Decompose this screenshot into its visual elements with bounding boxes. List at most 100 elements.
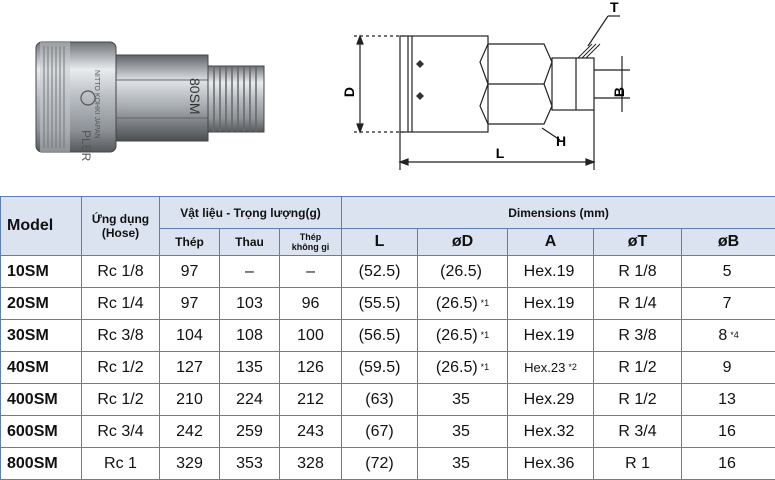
cell-steel: 97 <box>160 288 220 320</box>
coupler-photo: NITTO KOHKI JAPAN PLER 80SM <box>0 0 280 190</box>
cell-hose: Rc 1/2 <box>82 352 160 384</box>
cell-D: (26.5)*1 <box>418 320 508 352</box>
header-stainless-line2: không gỉ <box>280 242 341 252</box>
cell-brass: 108 <box>220 320 280 352</box>
cell-stainless: 243 <box>280 416 342 448</box>
cell-D: (26.5) <box>418 256 508 288</box>
label-L: L <box>496 145 505 161</box>
cell-A-value: Hex.36 <box>524 455 575 472</box>
cell-A: Hex.19 <box>508 256 594 288</box>
cell-brass: 103 <box>220 288 280 320</box>
cell-A: Hex.23*2 <box>508 352 594 384</box>
label-T: T <box>610 0 619 15</box>
cell-A-value: Hex.23 <box>524 360 565 375</box>
cell-steel: 127 <box>160 352 220 384</box>
cell-model: 400SM <box>1 384 82 416</box>
cell-steel: 97 <box>160 256 220 288</box>
cell-T: R 1/2 <box>594 384 682 416</box>
cell-A-value: Hex.19 <box>524 263 575 280</box>
cell-L: (67) <box>342 416 418 448</box>
header-steel: Thép <box>160 229 220 256</box>
figures-area: NITTO KOHKI JAPAN PLER 80SM <box>0 0 775 196</box>
table-row: 40SM Rc 1/2 127 135 126 (59.5) (26.5)*1 … <box>1 352 775 384</box>
cell-B: 9 <box>682 352 775 384</box>
cell-B-value: 16 <box>718 455 736 472</box>
cell-B: 7 <box>682 288 775 320</box>
cell-D: 35 <box>418 416 508 448</box>
header-dimensions: Dimensions (mm) <box>342 197 775 229</box>
cell-T: R 1/8 <box>594 256 682 288</box>
cell-A-value: Hex.32 <box>524 423 575 440</box>
cell-brass: 224 <box>220 384 280 416</box>
header-D: øD <box>418 229 508 256</box>
cell-brass: 135 <box>220 352 280 384</box>
cell-stainless: 100 <box>280 320 342 352</box>
engrave-brand-text: NITTO KOHKI JAPAN <box>93 70 100 139</box>
header-B: øB <box>682 229 775 256</box>
header-T: øT <box>594 229 682 256</box>
cell-A: Hex.29 <box>508 384 594 416</box>
cell-steel: 104 <box>160 320 220 352</box>
cell-hose: Rc 1/8 <box>82 256 160 288</box>
engrave-side-text: PLER <box>79 130 93 162</box>
cell-T: R 3/8 <box>594 320 682 352</box>
cell-B-value: 7 <box>723 295 732 312</box>
cell-T: R 1/4 <box>594 288 682 320</box>
cell-stainless: 96 <box>280 288 342 320</box>
cell-A-value: Hex.19 <box>524 327 575 344</box>
cell-D-value: (26.5) <box>440 263 482 280</box>
engrave-model-text: 80SM <box>187 78 203 115</box>
cell-steel: 242 <box>160 416 220 448</box>
header-A: A <box>508 229 594 256</box>
cell-hose: Rc 1/2 <box>82 384 160 416</box>
cell-brass: 259 <box>220 416 280 448</box>
cell-D-note: *1 <box>481 362 490 372</box>
cell-D-value: (26.5) <box>436 295 478 312</box>
cell-brass: – <box>220 256 280 288</box>
cell-D-value: (26.5) <box>436 359 478 376</box>
cell-A: Hex.19 <box>508 288 594 320</box>
cell-B-value: 9 <box>723 359 732 376</box>
header-L: L <box>342 229 418 256</box>
cell-model: 40SM <box>1 352 82 384</box>
label-B: B <box>611 87 627 97</box>
cell-A-note: *2 <box>568 362 577 372</box>
cell-L: (59.5) <box>342 352 418 384</box>
cell-model: 600SM <box>1 416 82 448</box>
cell-A-value: Hex.29 <box>524 391 575 408</box>
cell-D-value: 35 <box>452 455 470 472</box>
cell-D-value: (26.5) <box>436 327 478 344</box>
header-usage-line1: Ứng dụng <box>82 212 159 226</box>
cell-stainless: 126 <box>280 352 342 384</box>
cell-L: (55.5) <box>342 288 418 320</box>
header-stainless-line1: Thép <box>280 232 341 242</box>
cell-B-note: *4 <box>730 330 739 340</box>
cell-hose: Rc 3/4 <box>82 416 160 448</box>
cell-B-value: 8 <box>718 327 727 344</box>
cell-D-value: 35 <box>452 423 470 440</box>
label-H: H <box>556 133 566 149</box>
header-usage: Ứng dụng (Hose) <box>82 197 160 256</box>
table-row: 30SM Rc 3/8 104 108 100 (56.5) (26.5)*1 … <box>1 320 775 352</box>
cell-stainless: – <box>280 256 342 288</box>
cell-D: (26.5)*1 <box>418 352 508 384</box>
cell-T: R 1/2 <box>594 352 682 384</box>
cell-stainless: 212 <box>280 384 342 416</box>
cell-L: (63) <box>342 384 418 416</box>
cell-model: 10SM <box>1 256 82 288</box>
cell-B-value: 16 <box>718 423 736 440</box>
dimension-drawing: D T B H L <box>330 0 640 190</box>
cell-B: 5 <box>682 256 775 288</box>
cell-A: Hex.32 <box>508 416 594 448</box>
table-row: 20SM Rc 1/4 97 103 96 (55.5) (26.5)*1 He… <box>1 288 775 320</box>
cell-D: (26.5)*1 <box>418 288 508 320</box>
header-model: Model <box>1 197 82 256</box>
cell-model: 30SM <box>1 320 82 352</box>
cell-D: 35 <box>418 384 508 416</box>
cell-T: R 3/4 <box>594 416 682 448</box>
cell-B: 8*4 <box>682 320 775 352</box>
cell-L: (52.5) <box>342 256 418 288</box>
table-row: 10SM Rc 1/8 97 – – (52.5) (26.5) Hex.19 … <box>1 256 775 288</box>
table-row: 600SM Rc 3/4 242 259 243 (67) 35 Hex.32 … <box>1 416 775 448</box>
header-stainless: Thép không gỉ <box>280 229 342 256</box>
